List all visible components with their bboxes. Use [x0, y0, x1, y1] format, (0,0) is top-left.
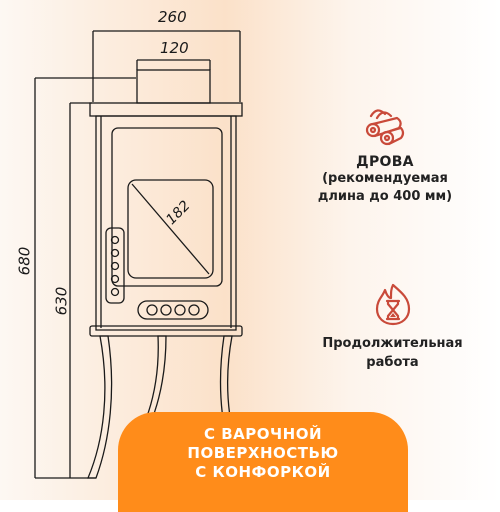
cooktop-banner-text: С ВАРОЧНОЙ ПОВЕРХНОСТЬЮ С КОНФОРКОЙ [118, 425, 408, 482]
banner-line-2: ПОВЕРХНОСТЬЮ [187, 444, 339, 462]
banner-line-3: С КОНФОРКОЙ [195, 463, 331, 481]
cooktop-banner [118, 412, 408, 512]
firewood-icon [361, 100, 409, 148]
dimension-flue: 120 [160, 39, 189, 57]
cooktop [89, 102, 243, 117]
hourglass-flame-icon [371, 282, 415, 326]
stove-body [95, 115, 237, 331]
leg-left [87, 335, 113, 479]
feature-long-burning-line-2: работа [366, 355, 419, 370]
feature-long-burning: Продолжительная работа [300, 282, 485, 372]
dimension-width: 260 [158, 8, 187, 26]
feature-firewood-desc-line-1: (рекомендуемая [322, 171, 448, 186]
dimension-body-height: 630 [52, 286, 71, 316]
door-glass [127, 179, 214, 279]
flue-collar [136, 69, 211, 104]
door-frame [111, 127, 223, 287]
door-handle [105, 227, 125, 304]
dimension-total-height: 680 [15, 246, 34, 276]
feature-long-burning-line-1: Продолжительная [322, 336, 463, 351]
banner-line-1: С ВАРОЧНОЙ [204, 425, 322, 443]
dimension-lines [34, 30, 241, 479]
feature-firewood-title: ДРОВА [356, 154, 414, 170]
feature-firewood-desc-line-2: длина до 400 мм) [317, 189, 453, 204]
feature-firewood: ДРОВА (рекомендуемая длина до 400 мм) [300, 100, 470, 206]
ash-vents [137, 300, 209, 320]
